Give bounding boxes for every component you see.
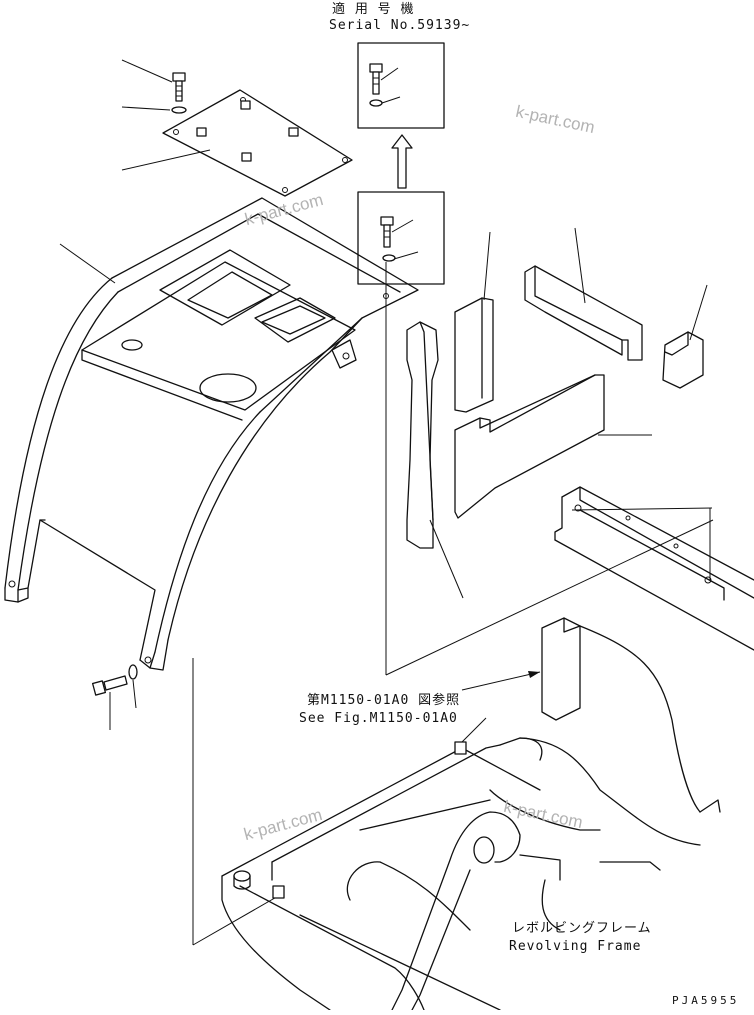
cover-plate <box>162 89 353 197</box>
frame-label-jp: レボルビングフレーム <box>512 921 652 936</box>
fender-bolt <box>91 664 138 730</box>
seal-pieces <box>406 265 704 549</box>
current-inset-box <box>357 191 445 300</box>
support-post <box>541 617 721 813</box>
fender-cover <box>4 197 419 671</box>
revolving-frame <box>221 737 701 1011</box>
frame-rail <box>554 486 754 651</box>
reference-label-en: See Fig.M1150-01A0 <box>299 711 458 726</box>
serial-label-en: Serial No.59139~ <box>329 18 471 33</box>
frame-label-en: Revolving Frame <box>509 939 642 954</box>
reference-label-jp: 第M1150-01A0 図参照 <box>307 693 461 708</box>
cover-bolt <box>171 72 187 114</box>
serial-label-jp: 適 用 号 機 <box>332 2 415 17</box>
serial-inset-box <box>357 42 445 129</box>
drawing-number: PJA5955 <box>672 994 740 1007</box>
upgrade-arrow <box>391 134 413 189</box>
